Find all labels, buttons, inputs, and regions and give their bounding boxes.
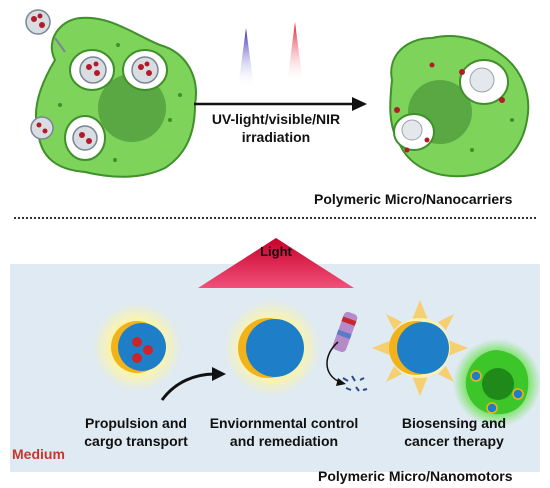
pollutant-icon <box>332 311 358 353</box>
arrow-label-line2: irradiation <box>241 129 311 145</box>
irradiation-arrow <box>194 97 367 111</box>
arrow-label-line1: UV-light/visible/NIR <box>211 111 341 127</box>
environmental-label: Enviornmental control and remediation <box>204 414 364 450</box>
fragments-icon <box>342 375 368 392</box>
propulsion-arrow <box>160 367 226 401</box>
environmental-motor-icon <box>224 300 320 396</box>
propulsion-label-line1: Propulsion and <box>85 415 187 431</box>
nanomotors-label: Polymeric Micro/Nanomotors <box>318 468 513 484</box>
cell-before-irradiation <box>25 9 197 178</box>
nanocarrier-icon <box>25 9 51 35</box>
biosensing-label: Biosensing and cancer therapy <box>384 414 524 450</box>
propulsion-label: Propulsion and cargo transport <box>66 414 206 450</box>
environmental-label-line1: Enviornmental control <box>209 415 359 431</box>
nucleus <box>98 74 166 142</box>
light-triangle-icon <box>198 238 354 288</box>
nir-light-spike-icon <box>287 22 303 84</box>
biosensing-motor-icon <box>372 300 468 396</box>
propulsion-motor-icon <box>93 303 181 391</box>
biosensing-label-line1: Biosensing and <box>401 415 507 431</box>
nanocarriers-label: Polymeric Micro/Nanocarriers <box>314 191 513 207</box>
section-divider <box>14 217 536 219</box>
medium-label: Medium <box>12 446 65 462</box>
environmental-label-line2: and remediation <box>229 433 339 449</box>
cell-after-irradiation <box>389 34 530 178</box>
propulsion-label-line2: cargo transport <box>84 433 188 449</box>
arrow-label: UV-light/visible/NIR irradiation <box>196 110 356 146</box>
biosensing-label-line2: cancer therapy <box>404 433 504 449</box>
light-label: Light <box>260 244 292 259</box>
uv-light-spike-icon <box>238 28 254 88</box>
cancer-cell-icon <box>453 339 541 427</box>
remediation-arrow <box>326 341 346 386</box>
